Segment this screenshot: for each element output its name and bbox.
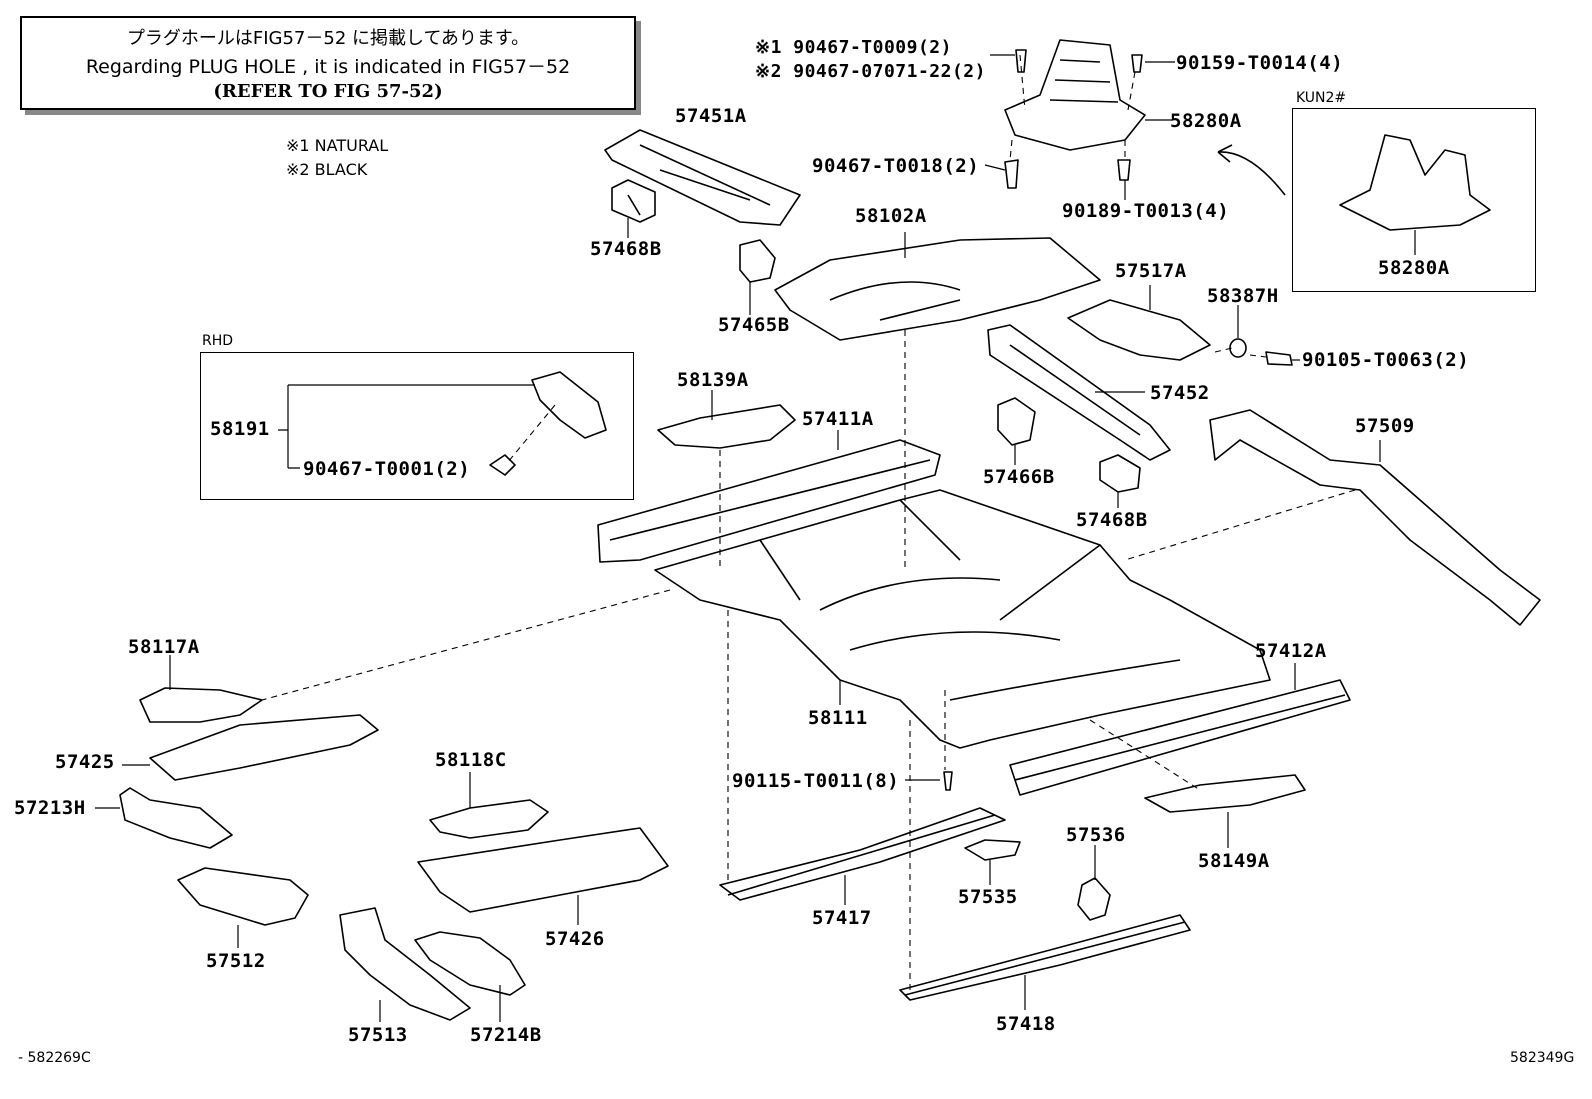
label-90467-07071-22[interactable]: ※2 90467-07071-22(2) — [755, 61, 986, 82]
note-line-1: プラグホールはFIG57－52 に掲載してあります。 — [126, 28, 530, 49]
part-57417-shape — [719, 807, 1006, 901]
label-57512[interactable]: 57512 — [206, 950, 266, 972]
label-57412A[interactable]: 57412A — [1255, 640, 1327, 662]
dash-line-6 — [1214, 347, 1233, 353]
dash-line-7 — [1249, 354, 1267, 358]
part-57517A-shape — [1067, 299, 1211, 361]
label-57411A[interactable]: 57411A — [802, 408, 874, 430]
label-57426[interactable]: 57426 — [545, 928, 605, 950]
part-57468B-mid-shape — [1099, 454, 1141, 493]
label-57466B[interactable]: 57466B — [983, 466, 1055, 488]
label-58102A[interactable]: 58102A — [855, 205, 927, 227]
part-57426-shape — [417, 827, 669, 913]
label-57513[interactable]: 57513 — [348, 1024, 408, 1046]
rhd-box — [200, 352, 634, 500]
part-57512-shape — [177, 867, 309, 926]
label-57418[interactable]: 57418 — [996, 1013, 1056, 1035]
part-58117A-shape — [139, 687, 263, 723]
part-90105-shape — [1265, 351, 1293, 366]
part-57509-shape — [1209, 409, 1541, 626]
part-57465B-shape — [739, 239, 776, 283]
part-57418-shape — [899, 914, 1191, 1001]
note-line-3: (REFER TO FIG 57-52) — [213, 81, 443, 102]
legend-natural: ※1 NATURAL — [286, 136, 389, 155]
part-58280A-kun-shape — [1339, 134, 1491, 231]
part-58387H-shape — [1229, 338, 1247, 358]
label-58118C[interactable]: 58118C — [435, 749, 507, 771]
leader-90467T0018 — [984, 164, 1006, 171]
label-58117A[interactable]: 58117A — [128, 636, 200, 658]
part-57214B-shape — [414, 931, 526, 996]
part-90189-shape — [1117, 159, 1131, 181]
label-57451A[interactable]: 57451A — [675, 105, 747, 127]
part-90467T0009-shape — [1015, 49, 1027, 73]
label-57536[interactable]: 57536 — [1066, 824, 1126, 846]
label-57452[interactable]: 57452 — [1150, 382, 1210, 404]
part-58102A-shape — [774, 237, 1101, 341]
label-90467-T0018[interactable]: 90467-T0018(2) — [812, 155, 980, 177]
part-57425-shape — [149, 714, 379, 781]
dash-line-2 — [1127, 71, 1136, 111]
label-57468B-mid[interactable]: 57468B — [1076, 509, 1148, 531]
part-90159-shape — [1131, 54, 1143, 73]
label-57425[interactable]: 57425 — [55, 751, 115, 773]
dash-line-8 — [1124, 489, 1356, 561]
kun-arrow-shape — [1217, 144, 1286, 196]
figure-id-right: 582349G — [1510, 1050, 1575, 1066]
label-90467-T0001[interactable]: 90467-T0001(2) — [303, 458, 471, 480]
label-58149A[interactable]: 58149A — [1198, 850, 1270, 872]
label-90115-T0011[interactable]: 90115-T0011(8) — [732, 770, 900, 792]
part-57213H-shape — [119, 787, 233, 849]
label-58280A[interactable]: 58280A — [1170, 110, 1242, 132]
part-57513-shape — [339, 907, 471, 1021]
part-58118C-shape — [429, 799, 549, 839]
plug-hole-note: プラグホールはFIG57－52 に掲載してあります。 Regarding PLU… — [20, 16, 636, 110]
label-58387H[interactable]: 58387H — [1207, 285, 1279, 307]
label-57465B[interactable]: 57465B — [718, 314, 790, 336]
dash-line-10 — [261, 589, 671, 701]
label-57417[interactable]: 57417 — [812, 907, 872, 929]
label-90159-T0014[interactable]: 90159-T0014(4) — [1176, 52, 1344, 74]
label-57214B[interactable]: 57214B — [470, 1024, 542, 1046]
part-57412A-shape — [1009, 679, 1351, 796]
legend-black: ※2 BLACK — [286, 160, 368, 179]
label-58111[interactable]: 58111 — [808, 707, 868, 729]
part-90467T0001-shape — [489, 454, 516, 476]
label-57509[interactable]: 57509 — [1355, 415, 1415, 437]
part-57536-shape — [1077, 877, 1111, 921]
label-58139A[interactable]: 58139A — [677, 369, 749, 391]
label-90105-T0063[interactable]: 90105-T0063(2) — [1302, 349, 1470, 371]
label-58191[interactable]: 58191 — [210, 418, 270, 440]
part-58111-shape — [654, 489, 1271, 749]
label-57468B-top[interactable]: 57468B — [590, 238, 662, 260]
dash-line-3 — [1009, 139, 1013, 161]
kun2-title: KUN2# — [1296, 90, 1347, 106]
part-57452-shape — [987, 324, 1171, 461]
part-57451A-shape — [604, 129, 801, 226]
leader-58191 — [278, 384, 535, 469]
part-57411A-shape — [597, 439, 941, 563]
label-58280A-kun[interactable]: 58280A — [1378, 257, 1450, 279]
label-90189-T0013[interactable]: 90189-T0013(4) — [1062, 200, 1230, 222]
figure-id-left: - 582269C — [18, 1050, 91, 1066]
note-line-2: Regarding PLUG HOLE , it is indicated in… — [85, 56, 571, 78]
dash-line-15 — [507, 404, 556, 463]
part-90115-shape — [943, 771, 953, 791]
part-58280A-shape — [1004, 39, 1146, 151]
label-90467-T0009[interactable]: ※1 90467-T0009(2) — [755, 37, 952, 58]
part-90467T0018-shape — [1004, 159, 1019, 189]
part-57535-shape — [964, 839, 1021, 861]
part-58191-shape — [531, 371, 607, 439]
label-57517A[interactable]: 57517A — [1115, 260, 1187, 282]
part-58149A-shape — [1144, 774, 1306, 813]
kun2-box — [1292, 108, 1536, 292]
part-57466B-shape — [997, 397, 1036, 446]
rhd-title: RHD — [202, 333, 234, 349]
part-57468B-top-shape — [611, 179, 656, 223]
dash-line-1 — [1019, 54, 1026, 111]
label-57213H[interactable]: 57213H — [14, 797, 86, 819]
part-58139A-shape — [657, 404, 796, 449]
label-57535[interactable]: 57535 — [958, 886, 1018, 908]
